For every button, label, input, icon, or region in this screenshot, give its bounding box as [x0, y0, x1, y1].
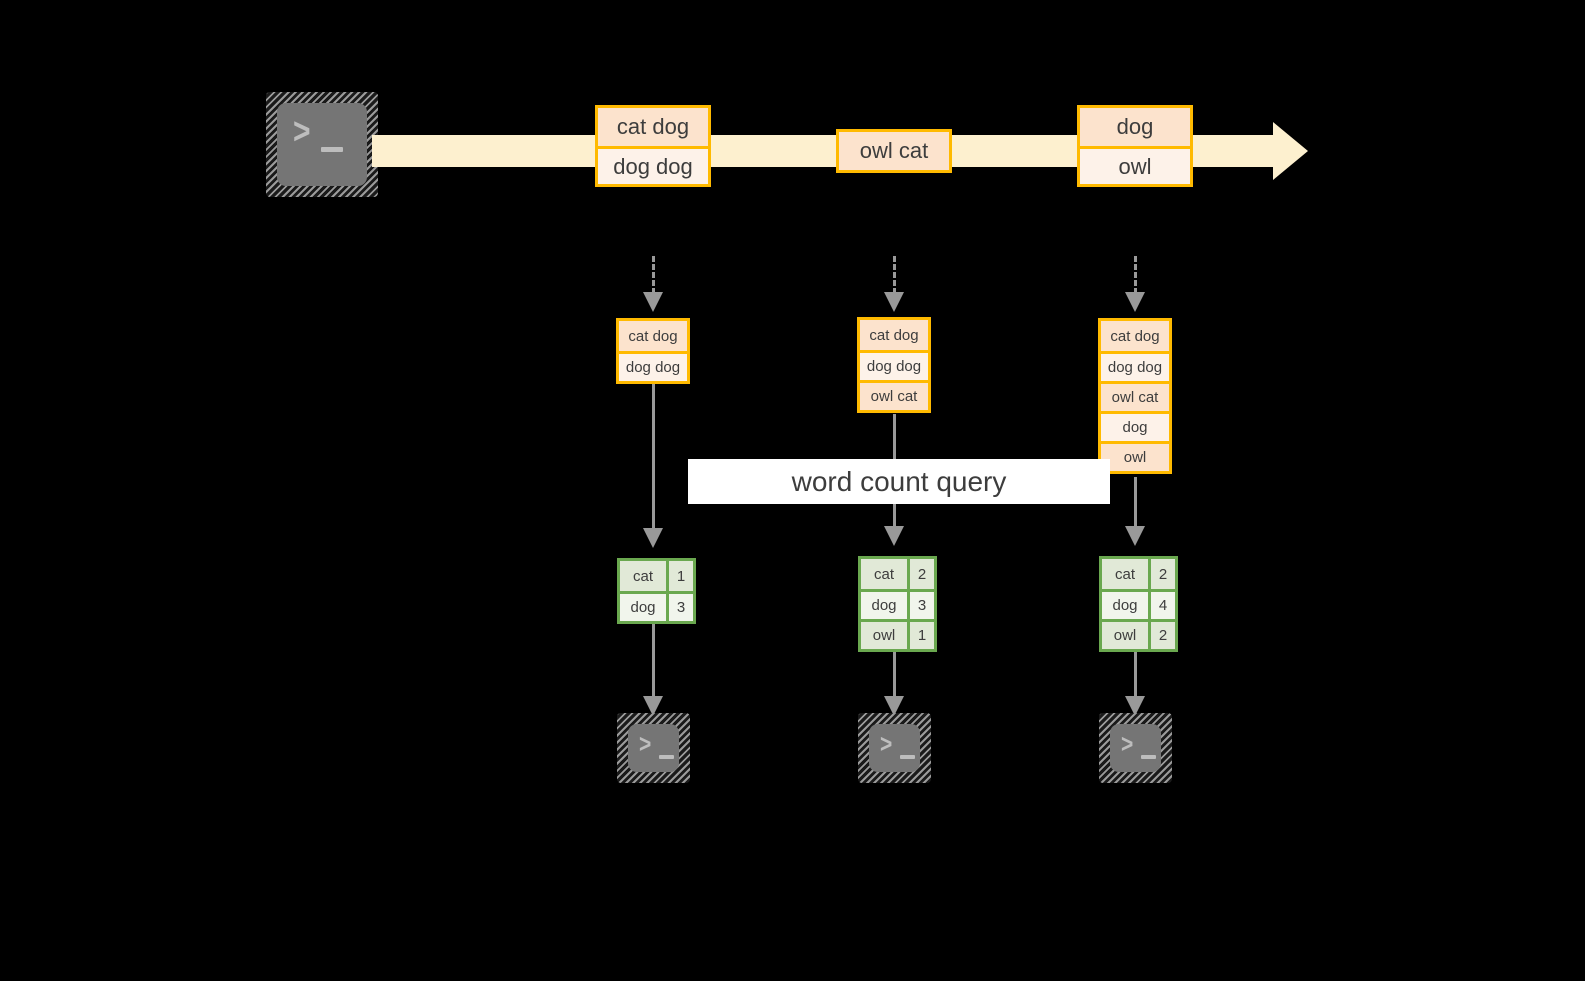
snapshot-1-output-arrowhead	[643, 696, 663, 716]
result-count: 2	[907, 559, 934, 589]
table-row: cat 1	[620, 561, 693, 591]
stream-event-line: owl	[1080, 146, 1190, 184]
result-word: cat	[1102, 559, 1148, 589]
snapshot-3-output-line	[1134, 652, 1137, 700]
snapshot-3-tap-line	[1134, 256, 1137, 294]
terminal-prompt-icon: >	[639, 730, 652, 759]
snapshot-3-input-stack: cat dog dog dog owl cat dog owl	[1098, 318, 1172, 474]
snapshot-2-tap-line	[893, 256, 896, 294]
snapshot-1-query-line	[652, 384, 655, 532]
snapshot-2-input-row: cat dog	[860, 320, 928, 350]
result-count: 2	[1148, 622, 1175, 649]
result-count: 3	[907, 592, 934, 619]
result-word: owl	[1102, 622, 1148, 649]
terminal-screen: >	[628, 724, 679, 772]
stream-event-3: dog owl	[1077, 105, 1193, 187]
snapshot-1-output-line	[652, 624, 655, 700]
terminal-prompt-icon: >	[1121, 730, 1134, 759]
table-row: dog 3	[861, 589, 934, 619]
terminal-screen: >	[277, 103, 367, 186]
stream-event-line: owl cat	[839, 132, 949, 170]
result-count: 1	[907, 622, 934, 649]
snapshot-1-input-stack: cat dog dog dog	[616, 318, 690, 384]
terminal-screen: >	[1110, 724, 1161, 772]
result-count: 1	[666, 561, 693, 591]
table-row: cat 2	[1102, 559, 1175, 589]
snapshot-2-consumer-terminal-icon: >	[858, 713, 931, 783]
snapshot-2-input-row: owl cat	[860, 380, 928, 410]
result-word: cat	[861, 559, 907, 589]
result-count: 4	[1148, 592, 1175, 619]
snapshot-3-input-row: dog dog	[1101, 351, 1169, 381]
terminal-cursor-icon	[659, 755, 674, 759]
stream-event-line: cat dog	[598, 108, 708, 146]
snapshot-2-result-table: cat 2 dog 3 owl 1	[858, 556, 937, 652]
snapshot-3-input-row: cat dog	[1101, 321, 1169, 351]
table-row: owl 1	[861, 619, 934, 649]
snapshot-1-tap-line	[652, 256, 655, 294]
result-count: 2	[1148, 559, 1175, 589]
snapshot-2-input-row: dog dog	[860, 350, 928, 380]
query-label: word count query	[688, 459, 1110, 504]
result-word: dog	[861, 592, 907, 619]
snapshot-1-query-arrowhead	[643, 528, 663, 548]
snapshot-2-output-arrowhead	[884, 696, 904, 716]
snapshot-3-input-row: owl cat	[1101, 381, 1169, 411]
table-row: owl 2	[1102, 619, 1175, 649]
snapshot-1-input-row: cat dog	[619, 321, 687, 351]
snapshot-1-tap-arrowhead	[643, 292, 663, 312]
snapshot-3-consumer-terminal-icon: >	[1099, 713, 1172, 783]
table-row: dog 4	[1102, 589, 1175, 619]
stream-event-line: dog	[1080, 108, 1190, 146]
terminal-prompt-icon: >	[293, 110, 311, 152]
table-row: cat 2	[861, 559, 934, 589]
snapshot-3-output-arrowhead	[1125, 696, 1145, 716]
terminal-cursor-icon	[900, 755, 915, 759]
snapshot-2-tap-arrowhead	[884, 292, 904, 312]
snapshot-2-query-arrowhead	[884, 526, 904, 546]
stream-arrow-head	[1273, 122, 1308, 180]
stream-event-2: owl cat	[836, 129, 952, 173]
result-word: dog	[1102, 592, 1148, 619]
result-count: 3	[666, 594, 693, 621]
snapshot-2-output-line	[893, 652, 896, 700]
result-word: cat	[620, 561, 666, 591]
snapshot-2-input-stack: cat dog dog dog owl cat	[857, 317, 931, 413]
snapshot-3-input-row: owl	[1101, 441, 1169, 471]
stream-event-1: cat dog dog dog	[595, 105, 711, 187]
snapshot-3-input-row: dog	[1101, 411, 1169, 441]
snapshot-3-result-table: cat 2 dog 4 owl 2	[1099, 556, 1178, 652]
terminal-cursor-icon	[1141, 755, 1156, 759]
snapshot-3-query-arrowhead	[1125, 526, 1145, 546]
snapshot-3-query-line	[1134, 477, 1137, 530]
producer-terminal-icon: >	[266, 92, 378, 197]
query-label-text: word count query	[791, 465, 1007, 497]
stream-event-line: dog dog	[598, 146, 708, 184]
terminal-cursor-icon	[321, 147, 343, 152]
snapshot-3-tap-arrowhead	[1125, 292, 1145, 312]
table-row: dog 3	[620, 591, 693, 621]
snapshot-1-result-table: cat 1 dog 3	[617, 558, 696, 624]
snapshot-1-input-row: dog dog	[619, 351, 687, 381]
result-word: dog	[620, 594, 666, 621]
snapshot-1-consumer-terminal-icon: >	[617, 713, 690, 783]
terminal-screen: >	[869, 724, 920, 772]
result-word: owl	[861, 622, 907, 649]
terminal-prompt-icon: >	[880, 730, 893, 759]
